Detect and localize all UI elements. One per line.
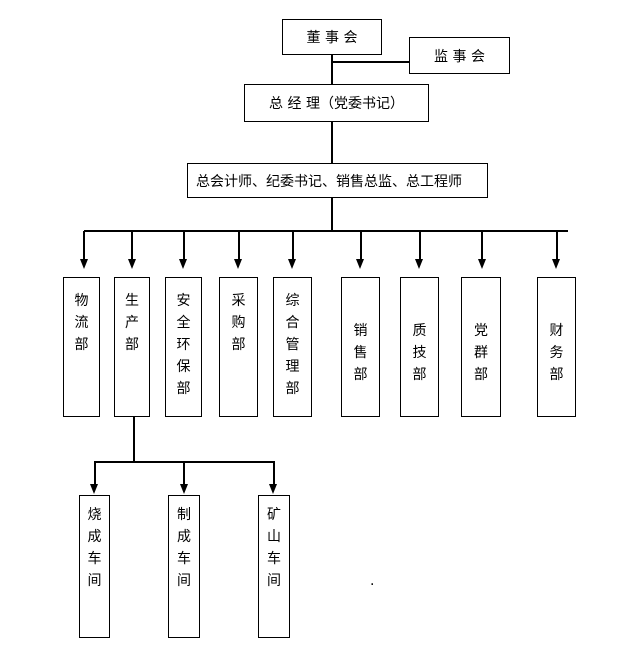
arrow-head-icon bbox=[128, 259, 136, 269]
node-general-manager: 总 经 理（党委书记） bbox=[244, 84, 429, 122]
connector-gm-to-staff bbox=[331, 122, 333, 163]
node-dept-sales: 销售部 bbox=[341, 277, 380, 417]
arrow-head-icon bbox=[234, 259, 242, 269]
arrow-stem-procurement bbox=[238, 231, 240, 259]
arrow-head-icon bbox=[179, 259, 187, 269]
arrow-stem-quality-technology bbox=[419, 231, 421, 259]
node-workshop-finishing: 制成车间 bbox=[168, 495, 200, 638]
node-workshop-sintering: 烧成车间 bbox=[79, 495, 110, 638]
arrow-head-icon bbox=[90, 484, 98, 494]
arrow-head-icon bbox=[415, 259, 423, 269]
node-supervisory-board: 监 事 会 bbox=[409, 37, 510, 74]
stray-dot: . bbox=[370, 573, 375, 589]
connector-to-supervisory-board bbox=[332, 61, 410, 63]
node-workshop-mining: 矿山车间 bbox=[258, 495, 290, 638]
node-dept-general-management: 综合管理部 bbox=[273, 277, 312, 417]
arrow-stem-finishing bbox=[183, 462, 185, 484]
distribution-line-workshops bbox=[94, 461, 275, 463]
distribution-line-departments bbox=[84, 230, 568, 232]
arrow-head-icon bbox=[180, 484, 188, 494]
arrow-stem-party-mass bbox=[481, 231, 483, 259]
node-dept-procurement: 采购部 bbox=[219, 277, 258, 417]
arrow-stem-sales bbox=[360, 231, 362, 259]
arrow-head-icon bbox=[269, 484, 277, 494]
arrow-head-icon bbox=[80, 259, 88, 269]
arrow-stem-finance bbox=[556, 231, 558, 259]
connector-staff-to-distribution bbox=[331, 198, 333, 231]
arrow-head-icon bbox=[478, 259, 486, 269]
node-dept-finance: 财务部 bbox=[537, 277, 576, 417]
node-dept-quality-technology: 质技部 bbox=[400, 277, 439, 417]
node-dept-safety-environment: 安全环保部 bbox=[165, 277, 202, 417]
arrow-head-icon bbox=[552, 259, 560, 269]
arrow-head-icon bbox=[356, 259, 364, 269]
node-dept-party-mass: 党群部 bbox=[461, 277, 501, 417]
node-dept-logistics: 物流部 bbox=[63, 277, 100, 417]
arrow-stem-logistics bbox=[83, 231, 85, 259]
node-dept-production: 生产部 bbox=[114, 277, 150, 417]
node-board-of-directors: 董 事 会 bbox=[282, 19, 382, 55]
arrow-head-icon bbox=[288, 259, 296, 269]
arrow-stem-general-management bbox=[292, 231, 294, 259]
arrow-stem-safety-environment bbox=[183, 231, 185, 259]
arrow-stem-mining bbox=[273, 462, 275, 484]
arrow-stem-sintering bbox=[94, 462, 96, 484]
connector-board-to-gm bbox=[331, 55, 333, 84]
node-executive-staff: 总会计师、纪委书记、销售总监、总工程师 bbox=[187, 163, 488, 198]
connector-production-to-workshops bbox=[133, 417, 135, 462]
arrow-stem-production bbox=[131, 231, 133, 259]
